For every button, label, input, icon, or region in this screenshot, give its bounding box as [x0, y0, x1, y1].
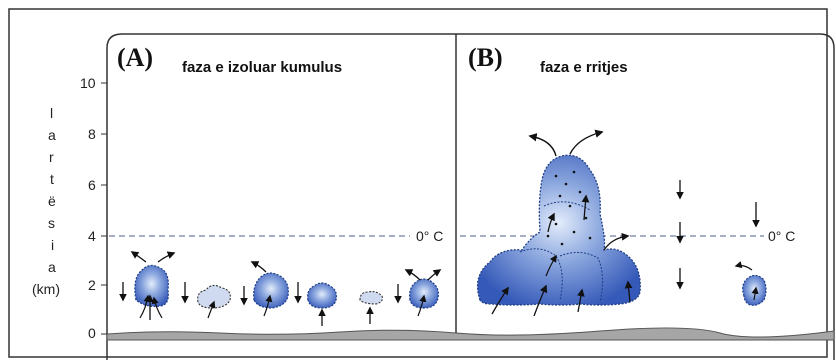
- cloud-icon: [198, 285, 231, 308]
- panel-b-letter: (B): [468, 43, 503, 72]
- cloud-icon: [135, 265, 168, 306]
- cloud-icon: [308, 283, 337, 308]
- cloud-icon: [360, 292, 382, 305]
- tick-label: 10: [80, 75, 96, 91]
- axis-letter: a: [48, 127, 56, 143]
- ground-strip: [107, 328, 834, 340]
- cloud-icon: [254, 273, 289, 308]
- outflow-arrow-icon: [132, 252, 146, 262]
- freezing-level-label-b: 0° C: [768, 228, 795, 244]
- axis-letter: s: [48, 215, 55, 231]
- outflow-arrow-icon: [530, 136, 556, 156]
- outflow-arrow-icon: [736, 266, 752, 271]
- tick-label: 0: [88, 325, 96, 341]
- outflow-arrow-icon: [406, 270, 420, 280]
- panel-b-downdrafts: [680, 180, 756, 288]
- cloud-icon: [410, 279, 439, 308]
- outflow-arrow-icon: [604, 236, 628, 250]
- panel-a-clouds: [123, 252, 440, 326]
- cloud-icon: [478, 155, 641, 305]
- cloud-icon: [743, 275, 766, 305]
- tick-label: 2: [88, 277, 96, 293]
- y-axis-title: l a r t ë s i a (km): [32, 105, 60, 297]
- outflow-arrow-icon: [158, 253, 174, 262]
- axis-letter: l: [50, 105, 53, 121]
- tick-label: 4: [88, 228, 96, 244]
- tick-label: 6: [88, 177, 96, 193]
- axis-letter: r: [49, 149, 54, 165]
- freezing-level-label-a: 0° C: [416, 228, 443, 244]
- panel-b-small-cloud: [736, 266, 766, 306]
- axis-letter: ë: [48, 193, 56, 209]
- axis-letter: a: [48, 259, 56, 275]
- axis-letter: t: [50, 171, 54, 187]
- tick-label: 8: [88, 126, 96, 142]
- panel-b-cloud: [478, 132, 641, 316]
- outflow-arrow-icon: [428, 270, 440, 280]
- axis-unit: (km): [32, 281, 60, 297]
- y-axis: 0 2 4 6 8 10: [80, 75, 107, 341]
- axis-letter: i: [51, 237, 54, 253]
- panel-b-caption: faza e rritjes: [540, 59, 628, 76]
- outflow-arrow-icon: [252, 262, 266, 272]
- outflow-arrow-icon: [570, 132, 602, 154]
- panel-a-letter: (A): [117, 43, 153, 72]
- panel-a-caption: faza e izoluar kumulus: [182, 59, 342, 76]
- panel-box: [107, 34, 834, 360]
